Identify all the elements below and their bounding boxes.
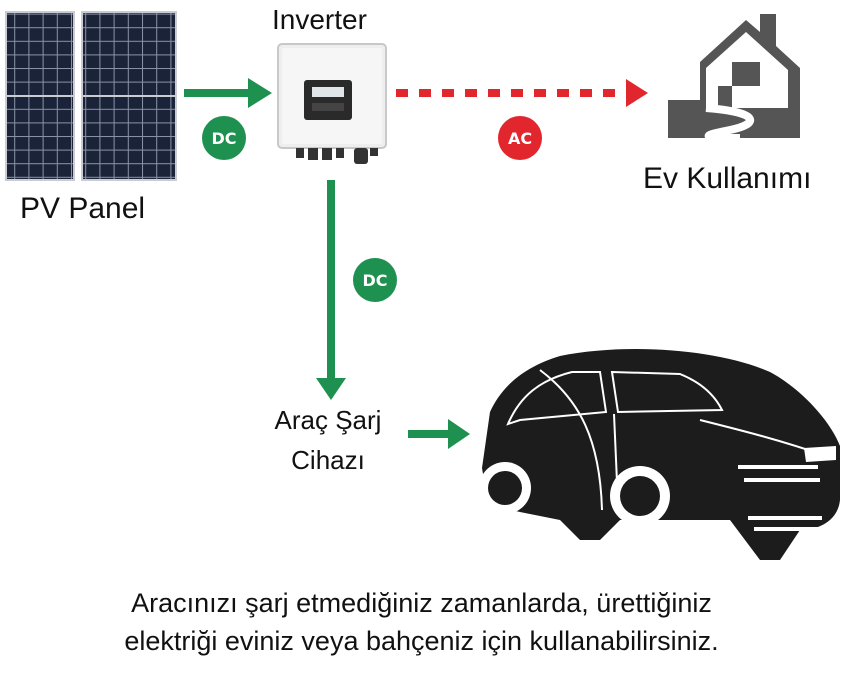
ac-badge-home: AC bbox=[498, 116, 542, 160]
caption-line-1: Aracınızı şarj etmediğiniz zamanlarda, ü… bbox=[131, 588, 712, 618]
house-icon bbox=[668, 14, 800, 142]
dc-arrow-inverter-to-charger bbox=[316, 180, 346, 400]
car-icon bbox=[479, 349, 840, 560]
caption: Aracınızı şarj etmediğiniz zamanlarda, ü… bbox=[0, 584, 843, 660]
dc-arrow-pv-to-inverter bbox=[184, 78, 272, 108]
inverter-icon bbox=[277, 43, 387, 164]
pv-panel-label: PV Panel bbox=[20, 192, 146, 225]
ac-arrow-inverter-to-home bbox=[396, 79, 648, 107]
caption-line-2: elektriği eviniz veya bahçeniz için kull… bbox=[124, 626, 719, 656]
charge-arrow-to-car bbox=[408, 419, 470, 449]
home-use-label: Ev Kullanımı bbox=[643, 162, 812, 195]
dc-badge-charger: DC bbox=[353, 258, 397, 302]
inverter-label: Inverter bbox=[272, 4, 367, 35]
dc-badge-pv: DC bbox=[202, 116, 246, 160]
pv-panel-icon bbox=[5, 11, 177, 181]
charger-label: Araç Şarj Cihazı bbox=[274, 405, 382, 475]
